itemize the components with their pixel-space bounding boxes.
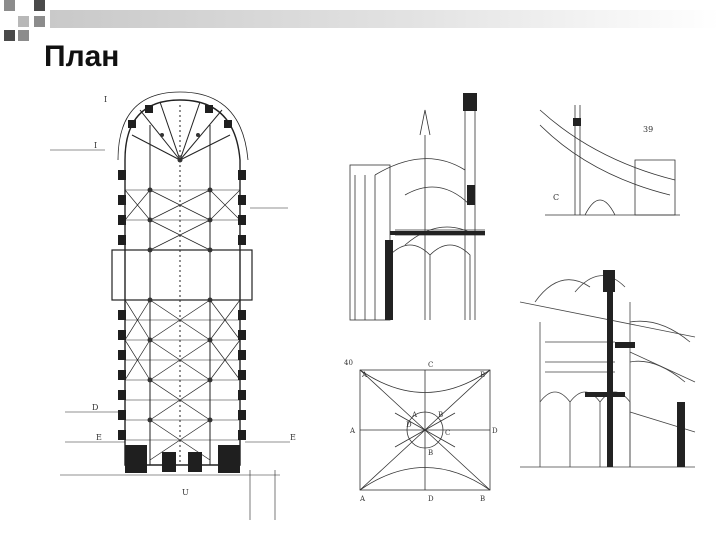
vault-label: A <box>349 427 356 435</box>
vault-label: A <box>411 411 418 419</box>
vault-label: 40 <box>344 359 353 367</box>
vault-label: D <box>492 427 498 435</box>
rib-vault-diagram-icon: 40 A C B A D D A B C B A D B <box>344 359 498 503</box>
vault-label: A <box>361 371 368 379</box>
vault-label: D <box>406 421 412 429</box>
vault-label: B <box>438 411 443 419</box>
vault-label: C <box>428 361 433 369</box>
buttress-label: C <box>553 193 559 202</box>
plan-label: I <box>104 95 107 104</box>
vault-label: B <box>428 449 433 457</box>
flying-buttress-detail-icon: 39 C <box>539 105 680 216</box>
vault-label: A <box>359 495 366 503</box>
decorative-squares <box>0 0 60 46</box>
cathedral-cross-section-icon <box>349 93 485 321</box>
cathedral-floor-plan-icon: I I D E E U <box>50 91 296 520</box>
slide-title: План <box>44 40 120 73</box>
vault-label: B <box>480 495 485 503</box>
title-bar-gradient <box>50 10 720 28</box>
plan-label: U <box>182 488 189 497</box>
vault-label: C <box>445 429 450 437</box>
plan-label: D <box>92 403 98 412</box>
plan-label: E <box>290 433 296 442</box>
vault-label: D <box>428 495 434 503</box>
plan-label: E <box>96 433 102 442</box>
plan-label: I <box>94 141 97 150</box>
vault-label: B <box>480 371 485 379</box>
cathedral-perspective-section-icon <box>519 270 696 468</box>
buttress-label: 39 <box>643 125 653 134</box>
